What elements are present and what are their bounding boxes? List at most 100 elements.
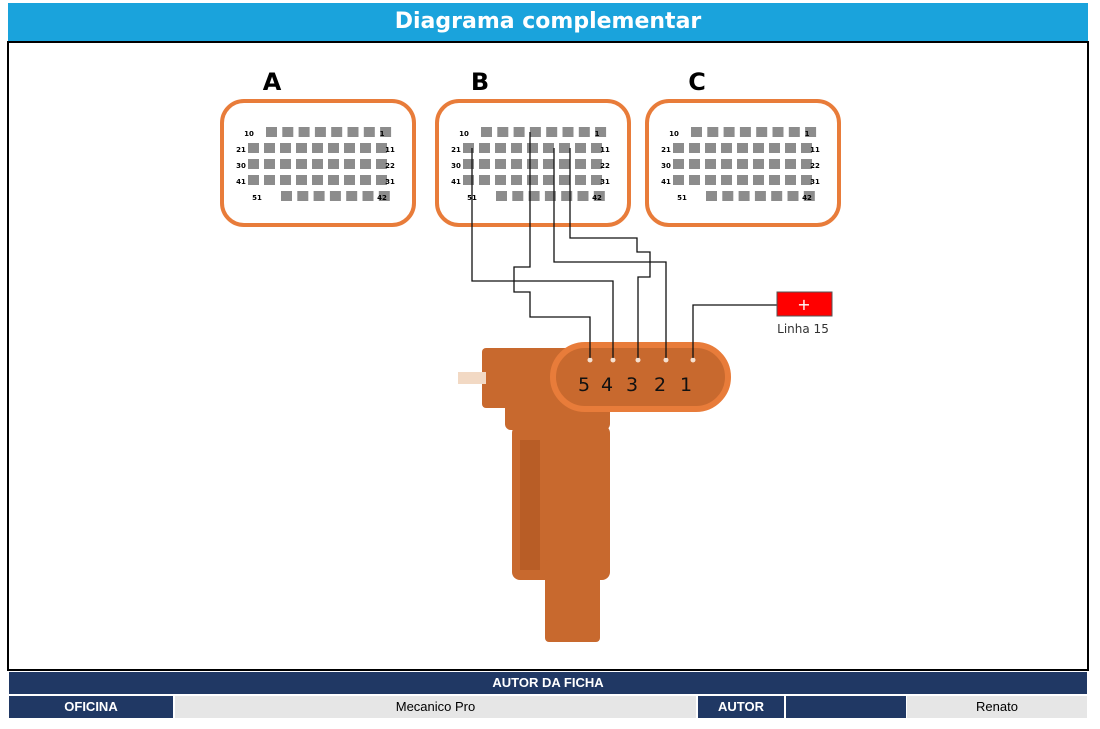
pin-square bbox=[737, 159, 748, 169]
pin-row-label: 21 bbox=[236, 146, 246, 154]
pin-row-label: 41 bbox=[661, 178, 671, 186]
pin-square bbox=[769, 175, 780, 185]
pin-row-label: 11 bbox=[810, 146, 820, 154]
pin-square bbox=[264, 143, 275, 153]
sensor-connector bbox=[550, 342, 731, 412]
pin-square bbox=[723, 127, 735, 137]
pin-square bbox=[771, 191, 783, 201]
pin-square bbox=[529, 127, 541, 137]
sensor-pin bbox=[690, 357, 696, 363]
pin-square bbox=[673, 175, 684, 185]
sensor-pin bbox=[587, 357, 593, 363]
pin-square bbox=[496, 191, 507, 201]
pin-square bbox=[691, 127, 702, 137]
pin-row-label: 11 bbox=[600, 146, 610, 154]
pin-square bbox=[689, 143, 700, 153]
pin-square bbox=[314, 127, 326, 137]
sensor-pin-number: 4 bbox=[601, 374, 613, 396]
pin-square bbox=[673, 159, 684, 169]
power-box bbox=[776, 291, 833, 317]
pin-square bbox=[543, 143, 554, 153]
plus-icon: + bbox=[797, 295, 810, 314]
pin-square bbox=[298, 127, 310, 137]
autor-label: AUTOR bbox=[698, 696, 784, 718]
wire-pin-4 bbox=[471, 148, 614, 358]
pin-row-label: 31 bbox=[600, 178, 610, 186]
pin-row-label: 42 bbox=[802, 194, 812, 202]
pin-row-label: 22 bbox=[600, 162, 610, 170]
pin-square bbox=[722, 191, 734, 201]
pin-square bbox=[347, 127, 359, 137]
pin-row-label: 22 bbox=[810, 162, 820, 170]
pin-square bbox=[562, 127, 574, 137]
pin-square bbox=[689, 175, 700, 185]
pin-square bbox=[331, 127, 343, 137]
pin-square bbox=[801, 175, 812, 185]
pin-square bbox=[689, 159, 700, 169]
pin-square bbox=[785, 143, 796, 153]
footer-title: AUTOR DA FICHA bbox=[9, 672, 1087, 694]
pin-square bbox=[296, 143, 307, 153]
pin-square bbox=[559, 175, 570, 185]
pin-row-label: 10 bbox=[459, 130, 469, 138]
oficina-label: OFICINA bbox=[9, 696, 173, 718]
pin-square bbox=[805, 127, 817, 137]
pin-square bbox=[739, 127, 751, 137]
pin-square bbox=[785, 159, 796, 169]
pin-square bbox=[344, 159, 355, 169]
pin-square bbox=[296, 159, 307, 169]
pin-square bbox=[280, 159, 291, 169]
pin-row-label: 41 bbox=[451, 178, 461, 186]
pin-square bbox=[329, 191, 341, 201]
pin-square bbox=[593, 191, 605, 201]
pin-square bbox=[495, 159, 506, 169]
pin-row-label: 10 bbox=[669, 130, 679, 138]
pin-square bbox=[513, 127, 525, 137]
pin-square bbox=[721, 143, 732, 153]
pin-square bbox=[360, 143, 371, 153]
pin-square bbox=[788, 127, 800, 137]
pin-row-label: 11 bbox=[385, 146, 395, 154]
pin-square bbox=[753, 143, 764, 153]
sensor-pin-number: 2 bbox=[654, 374, 666, 396]
pin-square bbox=[248, 175, 259, 185]
pin-row-label: 30 bbox=[661, 162, 671, 170]
pin-square bbox=[312, 175, 323, 185]
pin-square bbox=[248, 143, 259, 153]
pin-square bbox=[312, 159, 323, 169]
pin-square bbox=[753, 159, 764, 169]
pin-square bbox=[280, 175, 291, 185]
pin-square bbox=[296, 175, 307, 185]
pin-square bbox=[559, 159, 570, 169]
sensor-body bbox=[458, 348, 610, 642]
pin-square bbox=[785, 175, 796, 185]
pin-square bbox=[754, 191, 766, 201]
sensor-pin bbox=[635, 357, 641, 363]
pin-square bbox=[673, 143, 684, 153]
pin-square bbox=[706, 191, 717, 201]
pin-square bbox=[281, 191, 292, 201]
pin-square bbox=[801, 159, 812, 169]
pin-square bbox=[312, 143, 323, 153]
pin-square bbox=[512, 191, 524, 201]
pin-row-label: 41 bbox=[236, 178, 246, 186]
pin-square bbox=[772, 127, 784, 137]
sensor-pin bbox=[663, 357, 669, 363]
pin-row-label: 30 bbox=[236, 162, 246, 170]
pin-square bbox=[559, 143, 570, 153]
pin-square bbox=[787, 191, 799, 201]
pin-square bbox=[803, 191, 815, 201]
wire-pin-3 bbox=[569, 148, 651, 358]
oficina-value: Mecanico Pro bbox=[175, 696, 696, 718]
wires bbox=[471, 132, 777, 358]
pin-square bbox=[497, 127, 509, 137]
pin-row-label: 21 bbox=[661, 146, 671, 154]
pin-square bbox=[769, 143, 780, 153]
pin-square bbox=[575, 175, 586, 185]
wire-pin-2 bbox=[553, 148, 667, 358]
pin-square bbox=[595, 127, 607, 137]
pin-row-label: 42 bbox=[592, 194, 602, 202]
pin-square bbox=[578, 127, 590, 137]
page-title: Diagrama complementar bbox=[8, 3, 1088, 41]
